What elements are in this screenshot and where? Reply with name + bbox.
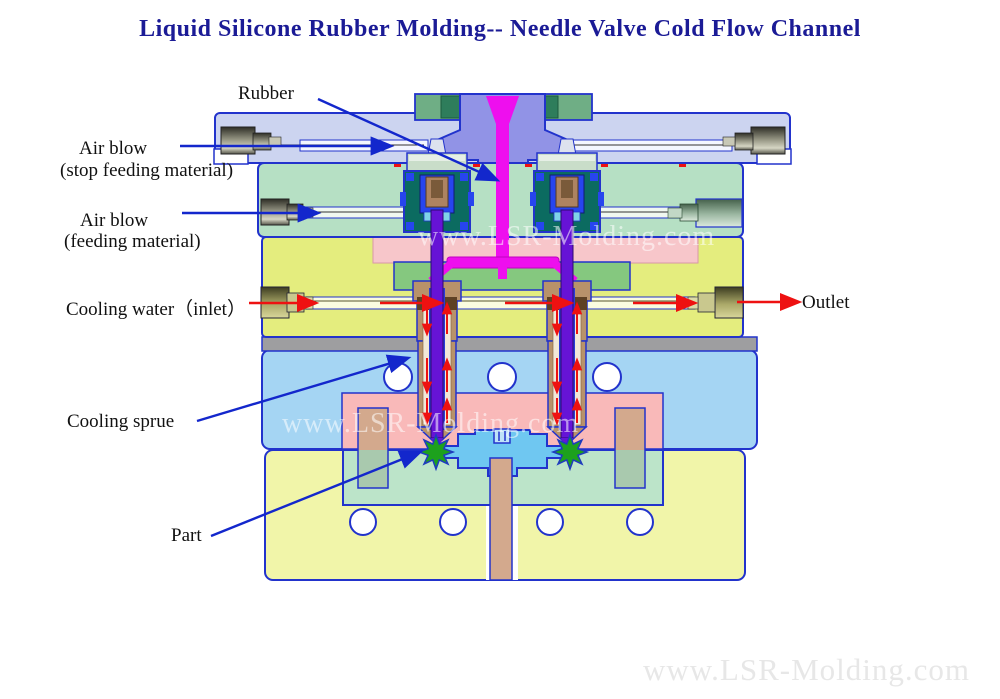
bolt-hole xyxy=(349,508,377,536)
ejector-rod xyxy=(489,457,513,581)
label-air-blow-stop-2: (stop feeding material) xyxy=(60,160,234,181)
air-fitting-stop-right xyxy=(722,126,786,155)
support-pillar xyxy=(358,408,388,450)
label-air-blow-feed: Air blow xyxy=(80,210,149,231)
guide-hole xyxy=(592,362,622,392)
guide-hole xyxy=(383,362,413,392)
bolt-hole xyxy=(626,508,654,536)
label-air-blow-stop: Air blow xyxy=(79,138,148,159)
valve-needle xyxy=(429,209,445,450)
support-pillar-outline xyxy=(357,407,389,489)
bolt-hole xyxy=(439,508,467,536)
air-fitting-feed-right xyxy=(667,198,743,228)
cooling-sprue-arrow xyxy=(196,354,412,423)
bolt-hole xyxy=(536,508,564,536)
label-cooling-sprue: Cooling sprue xyxy=(67,411,175,432)
piston-slot xyxy=(431,180,443,198)
label-outlet: Outlet xyxy=(802,292,850,313)
label-air-blow-feed-2: (feeding material) xyxy=(64,231,201,252)
spacer-strip xyxy=(261,336,758,352)
cooling-water-flow-arrows xyxy=(249,293,803,312)
corner-tab xyxy=(406,173,414,181)
sprue-funnel xyxy=(486,96,519,124)
label-cooling-water: Cooling water（inlet） xyxy=(66,299,246,320)
page-title: Liquid Silicone Rubber Molding-- Needle … xyxy=(139,16,861,42)
rubber-arrow xyxy=(317,97,501,182)
support-pillar-lower xyxy=(358,450,388,488)
valve-needle xyxy=(558,209,576,451)
label-rubber: Rubber xyxy=(238,83,294,104)
support-pillar-lower xyxy=(615,450,645,488)
guide-hole xyxy=(487,362,517,392)
cavity-plate xyxy=(261,349,758,489)
actuator-cap-highlight xyxy=(409,155,465,161)
corner-tab xyxy=(460,222,468,230)
sprue-column xyxy=(496,122,509,259)
molded-part-left xyxy=(416,432,456,472)
gate-mark xyxy=(493,428,511,444)
support-pillar-outline xyxy=(614,407,646,489)
side-tab xyxy=(400,192,406,206)
runner-nub xyxy=(498,266,507,279)
callout-arrows xyxy=(180,97,501,538)
needle-valve-actuator xyxy=(400,138,474,233)
air-fitting-stop-left xyxy=(220,126,282,155)
support-pillar xyxy=(615,408,645,450)
molded-part-right xyxy=(550,432,590,472)
part-arrow xyxy=(210,450,424,538)
side-tab xyxy=(468,192,474,206)
label-part: Part xyxy=(171,525,202,546)
corner-tab xyxy=(406,222,414,230)
corner-tab xyxy=(460,173,468,181)
